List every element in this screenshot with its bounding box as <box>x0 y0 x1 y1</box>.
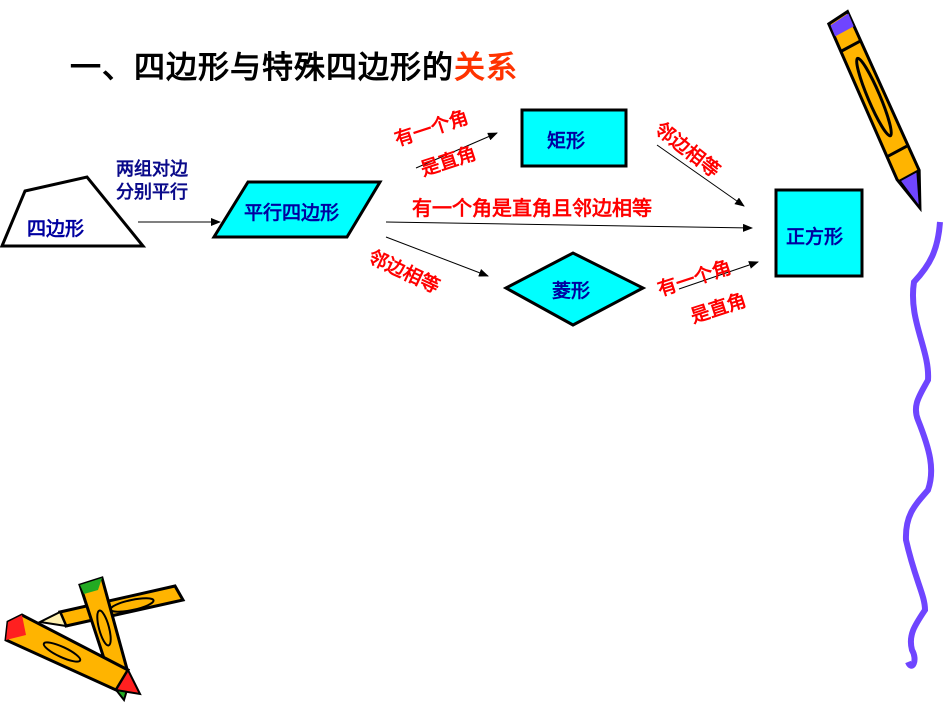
title-main: 一、四边形与特殊四边形的 <box>70 50 454 86</box>
node-rhombus: 菱形 <box>552 280 591 302</box>
condition-quad-to-para: 两组对边 分别平行 <box>116 159 188 203</box>
condition-para-to-square: 有一个角是直角且邻边相等 <box>412 196 652 220</box>
pencil-icon <box>826 9 922 213</box>
node-rectangle: 矩形 <box>547 130 586 152</box>
parallelogram-shape <box>211 180 383 239</box>
node-parallelogram: 平行四边形 <box>244 202 340 224</box>
crossed-pencils-icon <box>4 576 186 703</box>
square-shape <box>774 188 864 278</box>
rhombus-shape <box>502 251 647 327</box>
page-title: 一、四边形与特殊四边形的关系 <box>70 42 518 87</box>
arrow-rhombus-to-square <box>678 261 759 290</box>
title-highlight: 关系 <box>454 50 518 86</box>
rectangle-shape <box>520 108 628 168</box>
arrow-para-to-rhombus <box>385 236 489 277</box>
arrow-rect-to-square <box>656 144 745 207</box>
arrow-para-to-square <box>385 221 753 232</box>
quadrilateral-shape <box>0 175 147 248</box>
arrow-para-to-rect <box>415 132 498 169</box>
node-square: 正方形 <box>786 226 844 248</box>
wavy-line-decoration <box>902 221 943 669</box>
node-quadrilateral: 四边形 <box>27 218 85 240</box>
